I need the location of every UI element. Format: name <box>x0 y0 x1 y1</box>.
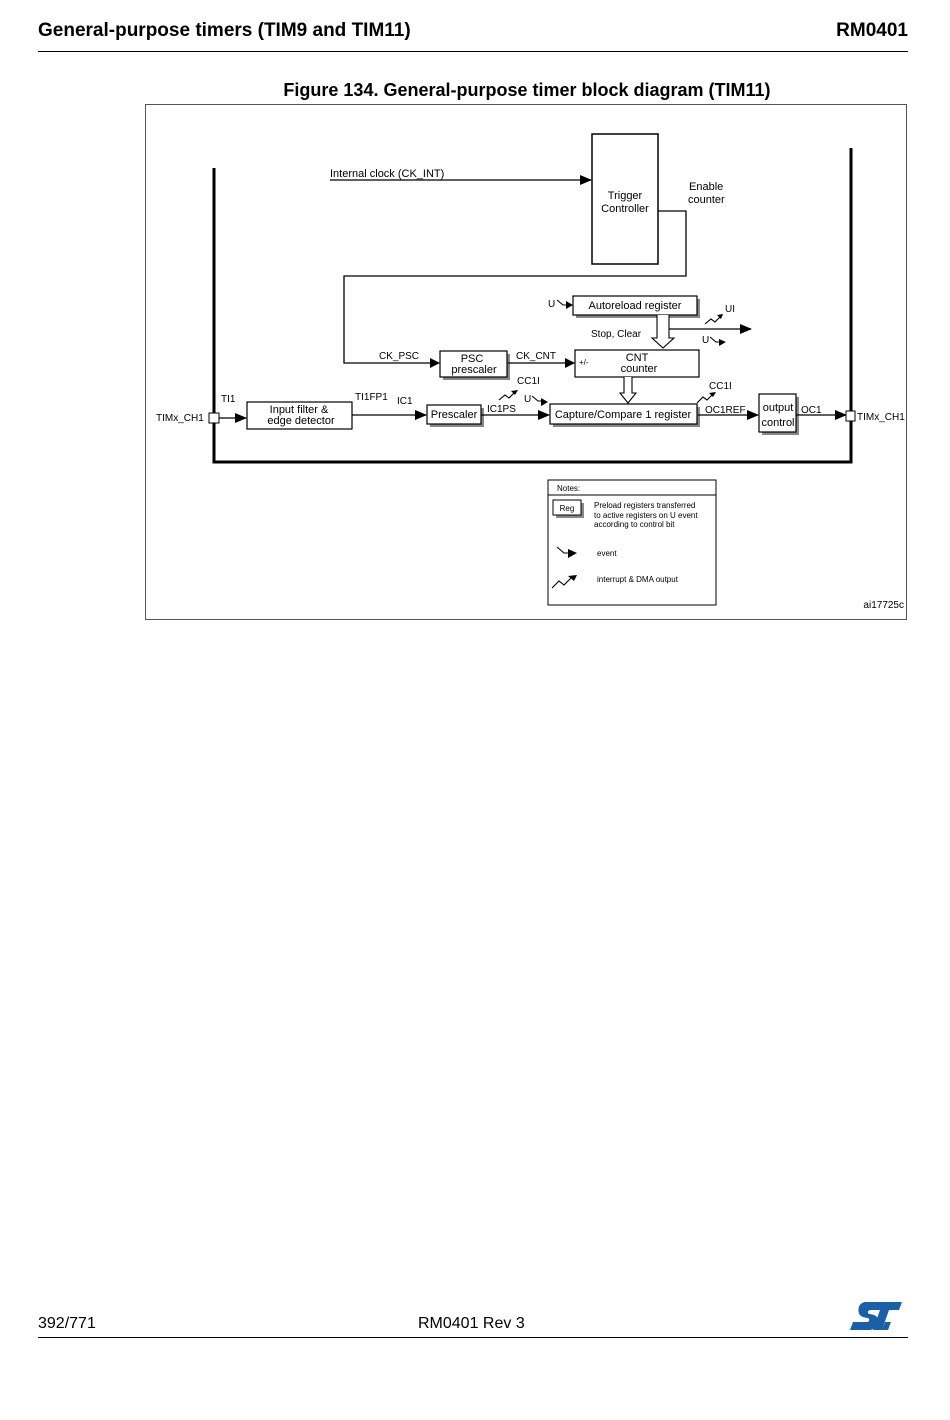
timx-ch1-output-pin <box>845 410 856 422</box>
trigger-controller-block <box>591 133 659 265</box>
notes-interrupt-arrowhead <box>568 575 577 581</box>
autoreload-u-label: U <box>548 299 555 310</box>
prescaler-label: Prescaler <box>431 409 478 421</box>
notes-event-arrowhead <box>568 549 577 558</box>
notes-event-label: event <box>597 549 617 558</box>
u-capture-event-icon <box>531 395 542 402</box>
timer-boundary <box>212 148 853 464</box>
cc1i-left-label: CC1I <box>517 376 540 387</box>
ui-interrupt-icon <box>704 315 722 325</box>
u-capture-label: U <box>524 394 531 405</box>
ui-interrupt-arrowhead <box>717 314 723 319</box>
footer-page-number: 392/771 <box>38 1315 96 1332</box>
u-right-event-arrowhead <box>719 339 726 346</box>
trigger-controller-label: Trigger <box>608 190 643 202</box>
input-filter-label: Input filter & <box>270 404 329 416</box>
oc1-label: OC1 <box>801 405 822 416</box>
notes-interrupt-icon <box>551 576 573 589</box>
ck-cnt-label: CK_CNT <box>516 351 556 362</box>
block-diagram: Trigger Controller Internal clock (CK_IN… <box>156 133 905 611</box>
cc1i-right-interrupt-icon <box>696 393 714 404</box>
notes-preload-text-2: to active registers on U event <box>594 511 698 520</box>
cc1i-left-interrupt-icon <box>498 391 516 401</box>
ti1-label: TI1 <box>221 394 236 405</box>
output-control-label-2: control <box>761 417 794 429</box>
oc1ref-label: OC1REF <box>705 405 746 416</box>
header-title: General-purpose timers (TIM9 and TIM11) <box>38 20 411 41</box>
cnt-to-capture-arrow <box>618 377 638 404</box>
ic1ps-label: IC1PS <box>487 404 516 415</box>
diagram-frame: Trigger Controller Internal clock (CK_IN… <box>145 104 907 620</box>
notes-interrupt-label: interrupt & DMA output <box>597 575 679 584</box>
notes-reg-box <box>552 499 582 516</box>
cc1i-right-label: CC1I <box>709 381 732 392</box>
enable-counter-wire <box>343 210 687 368</box>
ti1fp1-label: TI1FP1 <box>355 392 388 403</box>
capture-compare-block <box>549 403 698 425</box>
psc-prescaler-block <box>439 350 508 378</box>
input-filter-label-2: edge detector <box>267 415 335 427</box>
internal-clock-label: Internal clock (CK_INT) <box>330 168 444 180</box>
cc1i-left-interrupt-arrowhead <box>511 390 518 395</box>
output-control-block <box>758 393 797 433</box>
input-filter-block <box>246 401 353 430</box>
notes-reg-label: Reg <box>560 504 575 513</box>
notes-preload-text-3: according to control bit <box>594 520 675 529</box>
enable-counter-label: Enable <box>689 181 723 193</box>
notes-box <box>547 479 717 606</box>
autoreload-register-block <box>572 295 698 316</box>
output-control-label: output <box>763 402 794 414</box>
cnt-counter-block <box>574 349 700 378</box>
psc-prescaler-label-2: prescaler <box>451 364 497 376</box>
notes-preload-text: Preload registers transferred <box>594 501 695 510</box>
stop-clear-label: Stop, Clear <box>591 329 642 340</box>
notes-title: Notes: <box>557 484 580 493</box>
trigger-controller-label-2: Controller <box>601 203 649 215</box>
cc1i-right-interrupt-arrowhead <box>709 392 716 397</box>
cnt-counter-label: CNT <box>626 352 649 364</box>
psc-prescaler-label: PSC <box>461 353 484 365</box>
preload-transfer-arrow <box>650 315 676 349</box>
header-divider <box>38 51 908 52</box>
ic1-label: IC1 <box>397 396 413 407</box>
st-logo-icon <box>850 1302 902 1330</box>
figure-caption: Figure 134. General-purpose timer block … <box>283 80 771 100</box>
figure-ref: ai17725c <box>863 600 904 611</box>
enable-counter-label-2: counter <box>688 194 725 206</box>
footer-revision: RM0401 Rev 3 <box>418 1315 525 1332</box>
u-capture-event-arrowhead <box>541 398 548 406</box>
plus-minus-label: +/- <box>579 358 589 367</box>
footer-divider <box>38 1337 908 1338</box>
autoreload-event-arrowhead <box>566 301 573 309</box>
ck-psc-label: CK_PSC <box>379 351 419 362</box>
timx-ch1-input-label: TIMx_CH1 <box>156 413 204 424</box>
capture-compare-label: Capture/Compare 1 register <box>555 409 692 421</box>
ui-label: UI <box>725 304 735 315</box>
u-right-label: U <box>702 335 709 346</box>
cnt-counter-label-2: counter <box>621 363 658 375</box>
header-doc-id: RM0401 <box>836 20 908 41</box>
autoreload-register-label: Autoreload register <box>589 300 682 312</box>
timx-ch1-input-pin <box>208 412 220 424</box>
timx-ch1-output-label: TIMx_CH1 <box>857 412 905 423</box>
